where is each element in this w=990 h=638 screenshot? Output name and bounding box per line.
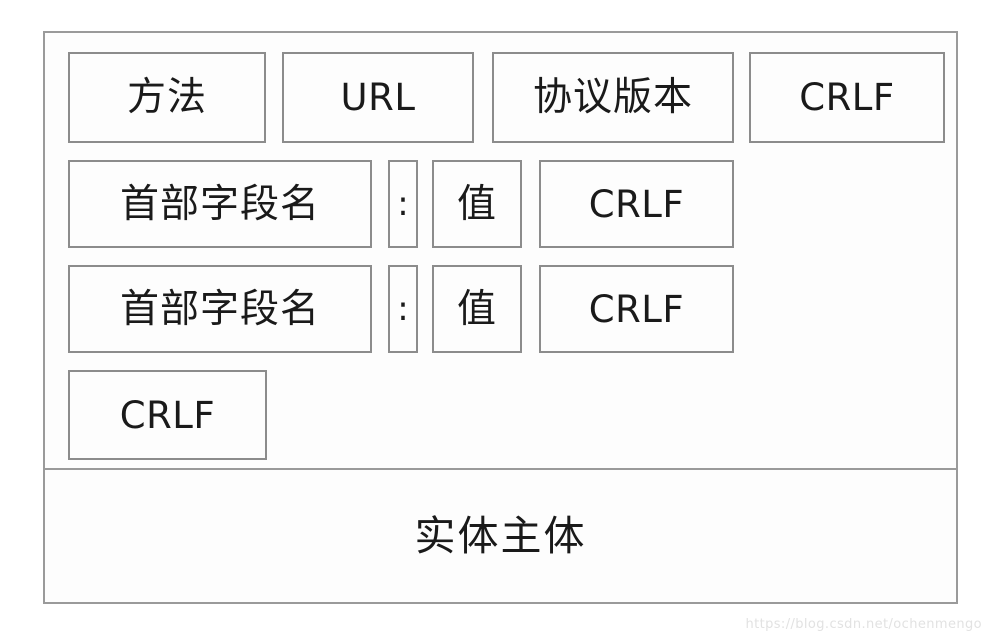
header-field-row: 首部字段名 : 值 CRLF [45,248,956,353]
blank-line-row: CRLF [45,353,956,470]
request-url-box: URL [282,52,474,143]
request-line-row: 方法 URL 协议版本 CRLF [45,33,956,143]
http-message-frame: 方法 URL 协议版本 CRLF 首部字段名 : 值 CRLF 首部字段名 : … [43,31,958,604]
header-field-crlf-box: CRLF [539,265,734,353]
header-field-name-box: 首部字段名 [68,160,372,248]
watermark: https://blog.csdn.net/ochenmengo [745,617,982,632]
request-method-box: 方法 [68,52,266,143]
header-field-crlf-box: CRLF [539,160,734,248]
header-field-colon-box: : [388,160,418,248]
header-field-value-box: 值 [432,160,522,248]
request-line-crlf-box: CRLF [749,52,945,143]
message-head-section: 方法 URL 协议版本 CRLF 首部字段名 : 值 CRLF 首部字段名 : … [45,33,956,470]
header-field-value-box: 值 [432,265,522,353]
header-field-colon-box: : [388,265,418,353]
message-body-section: 实体主体 [45,470,956,602]
header-field-row: 首部字段名 : 值 CRLF [45,143,956,248]
protocol-version-box: 协议版本 [492,52,734,143]
header-field-name-box: 首部字段名 [68,265,372,353]
blank-line-crlf-box: CRLF [68,370,267,460]
entity-body-label: 实体主体 [414,511,587,560]
